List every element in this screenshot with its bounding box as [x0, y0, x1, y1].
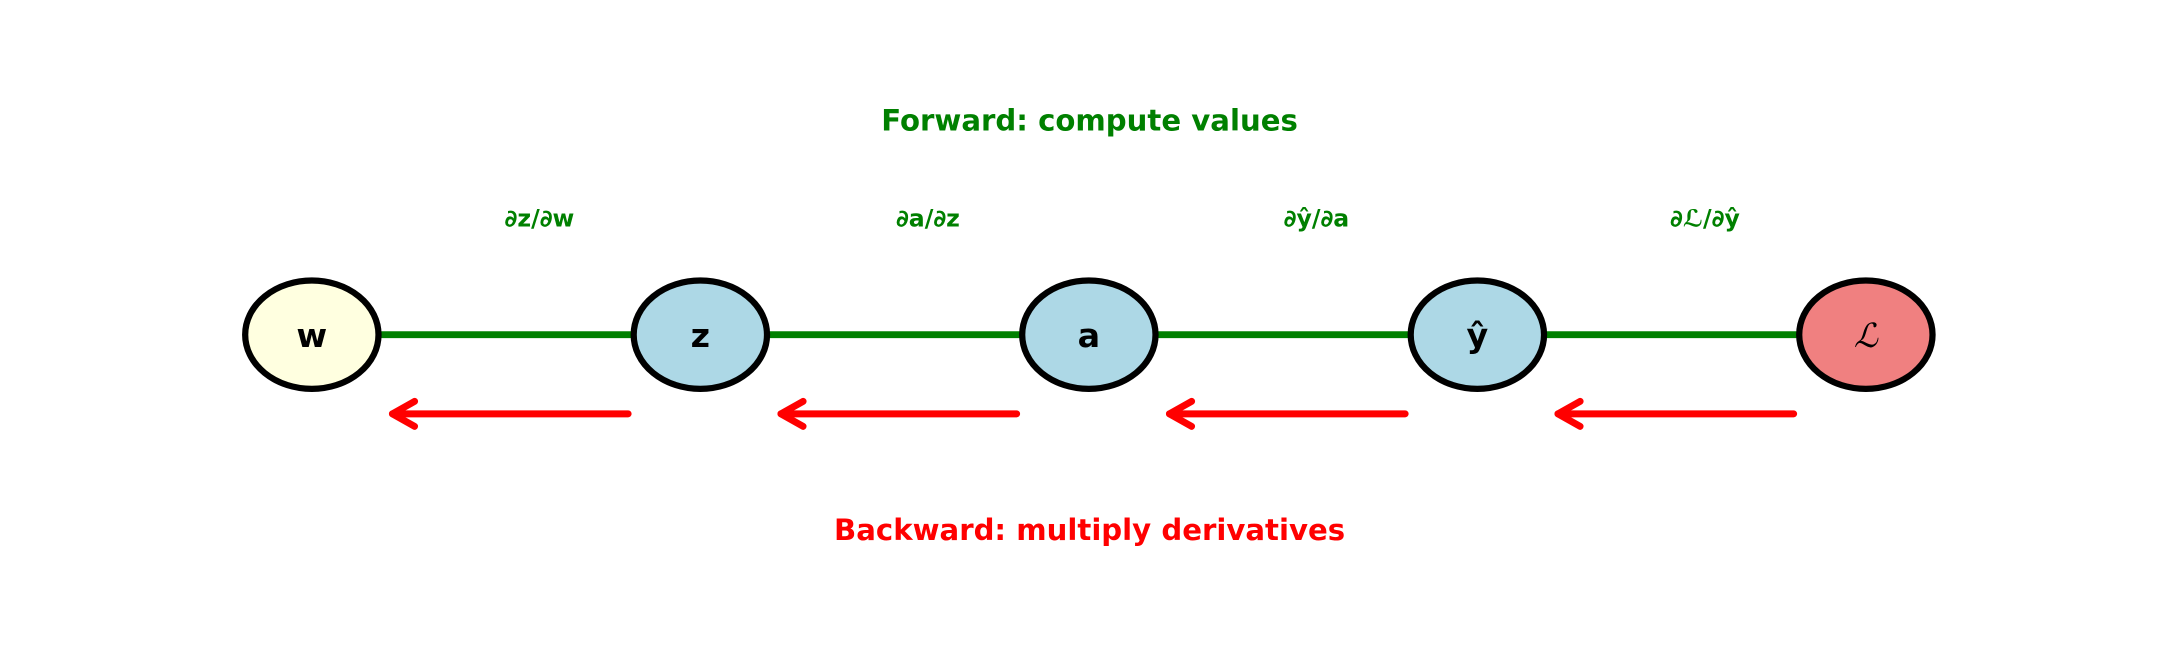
node-label: a [1078, 316, 1101, 355]
node-loss: ℒ [1796, 277, 1936, 392]
backward-title: Backward: multiply derivatives [834, 513, 1345, 547]
backward-arrow [1165, 397, 1409, 430]
edge-derivative-label: ∂ℒ/∂ŷ [1670, 204, 1740, 232]
backward-arrow [777, 397, 1021, 430]
node-a: a [1019, 277, 1159, 392]
backward-arrow [388, 397, 632, 430]
edge-derivative-label: ∂ŷ/∂a [1284, 204, 1350, 232]
edge-derivative-label: ∂a/∂z [896, 204, 960, 232]
backward-arrow [1554, 397, 1798, 430]
node-label: ŷ [1467, 316, 1489, 355]
edge-derivative-label: ∂z/∂w [505, 204, 575, 232]
node-yhat: ŷ [1407, 277, 1548, 392]
node-z: z [630, 277, 771, 392]
node-label: w [296, 316, 327, 355]
node-label: z [691, 316, 710, 355]
forward-title: Forward: compute values [881, 104, 1298, 138]
node-label: ℒ [1854, 316, 1879, 355]
node-w: w [242, 277, 382, 392]
